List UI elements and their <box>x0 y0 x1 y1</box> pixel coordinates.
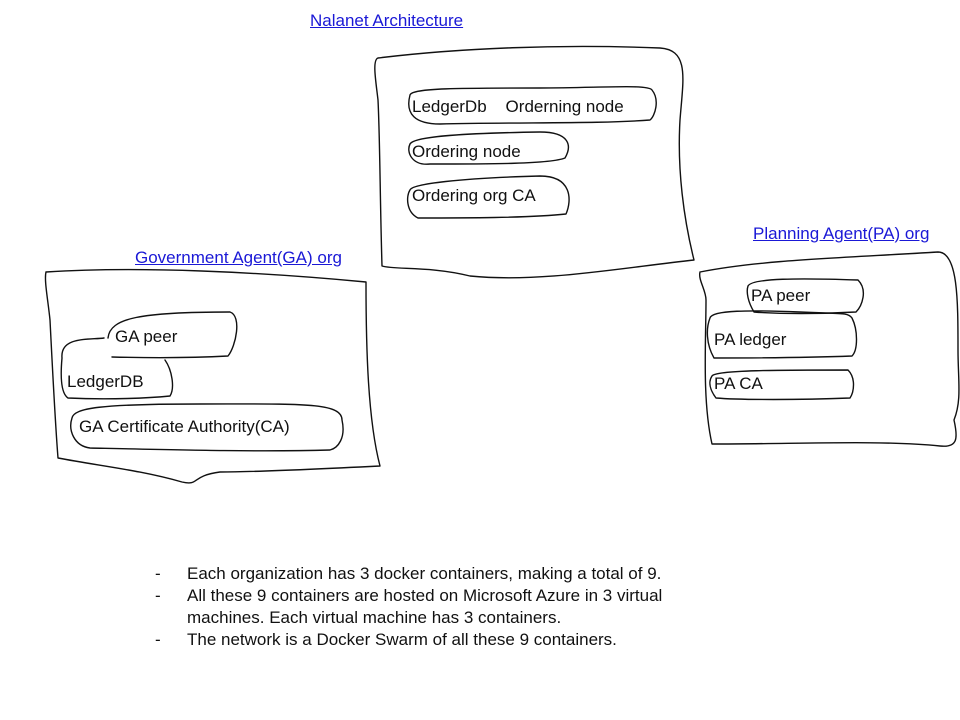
bullet-dash: - <box>155 564 161 583</box>
note-text: Each organization has 3 docker container… <box>187 564 662 583</box>
pa-org-title[interactable]: Planning Agent(PA) org <box>753 224 930 243</box>
note-text: All these 9 containers are hosted on Mic… <box>187 586 663 627</box>
ga-ca-label: GA Certificate Authority(CA) <box>79 417 290 436</box>
pa-node-outline <box>706 310 858 359</box>
nalanet-node-outline <box>408 86 657 125</box>
nalanet-ledger-ordering-node-label: LedgerDb Orderning node <box>412 97 624 116</box>
note-item: - The network is a Docker Swarm of all t… <box>155 629 755 651</box>
nalanet-ordering-ca-label: Ordering org CA <box>412 186 536 205</box>
pa-org-boundary <box>698 251 960 447</box>
nalanet-ordering-node-label: Ordering node <box>412 142 521 161</box>
nalanet-node-outline <box>408 131 569 165</box>
ga-org-title[interactable]: Government Agent(GA) org <box>135 248 342 267</box>
pa-ledger-label: PA ledger <box>714 330 787 349</box>
nalanet-org-boundary <box>374 45 695 279</box>
ga-node-outline <box>107 311 238 359</box>
pa-node-outline <box>746 278 865 315</box>
nalanet-node-outline <box>406 175 570 219</box>
nalanet-architecture-title[interactable]: Nalanet Architecture <box>310 11 464 30</box>
bullet-dash: - <box>155 586 161 605</box>
ga-node-outline <box>70 403 344 452</box>
pa-node-outline <box>709 369 855 401</box>
bullet-dash: - <box>155 630 161 649</box>
ga-peer-label: GA peer <box>115 327 178 346</box>
notes-list: - Each organization has 3 docker contain… <box>155 563 755 651</box>
pa-ca-label: PA CA <box>714 374 763 393</box>
note-text: The network is a Docker Swarm of all the… <box>187 630 617 649</box>
note-item: - All these 9 containers are hosted on M… <box>155 585 732 629</box>
note-item: - Each organization has 3 docker contain… <box>155 563 755 585</box>
ga-node-outline <box>60 337 174 400</box>
ga-ledgerdb-label: LedgerDB <box>67 372 144 391</box>
ga-org-boundary <box>44 268 381 484</box>
pa-peer-label: PA peer <box>751 286 811 305</box>
